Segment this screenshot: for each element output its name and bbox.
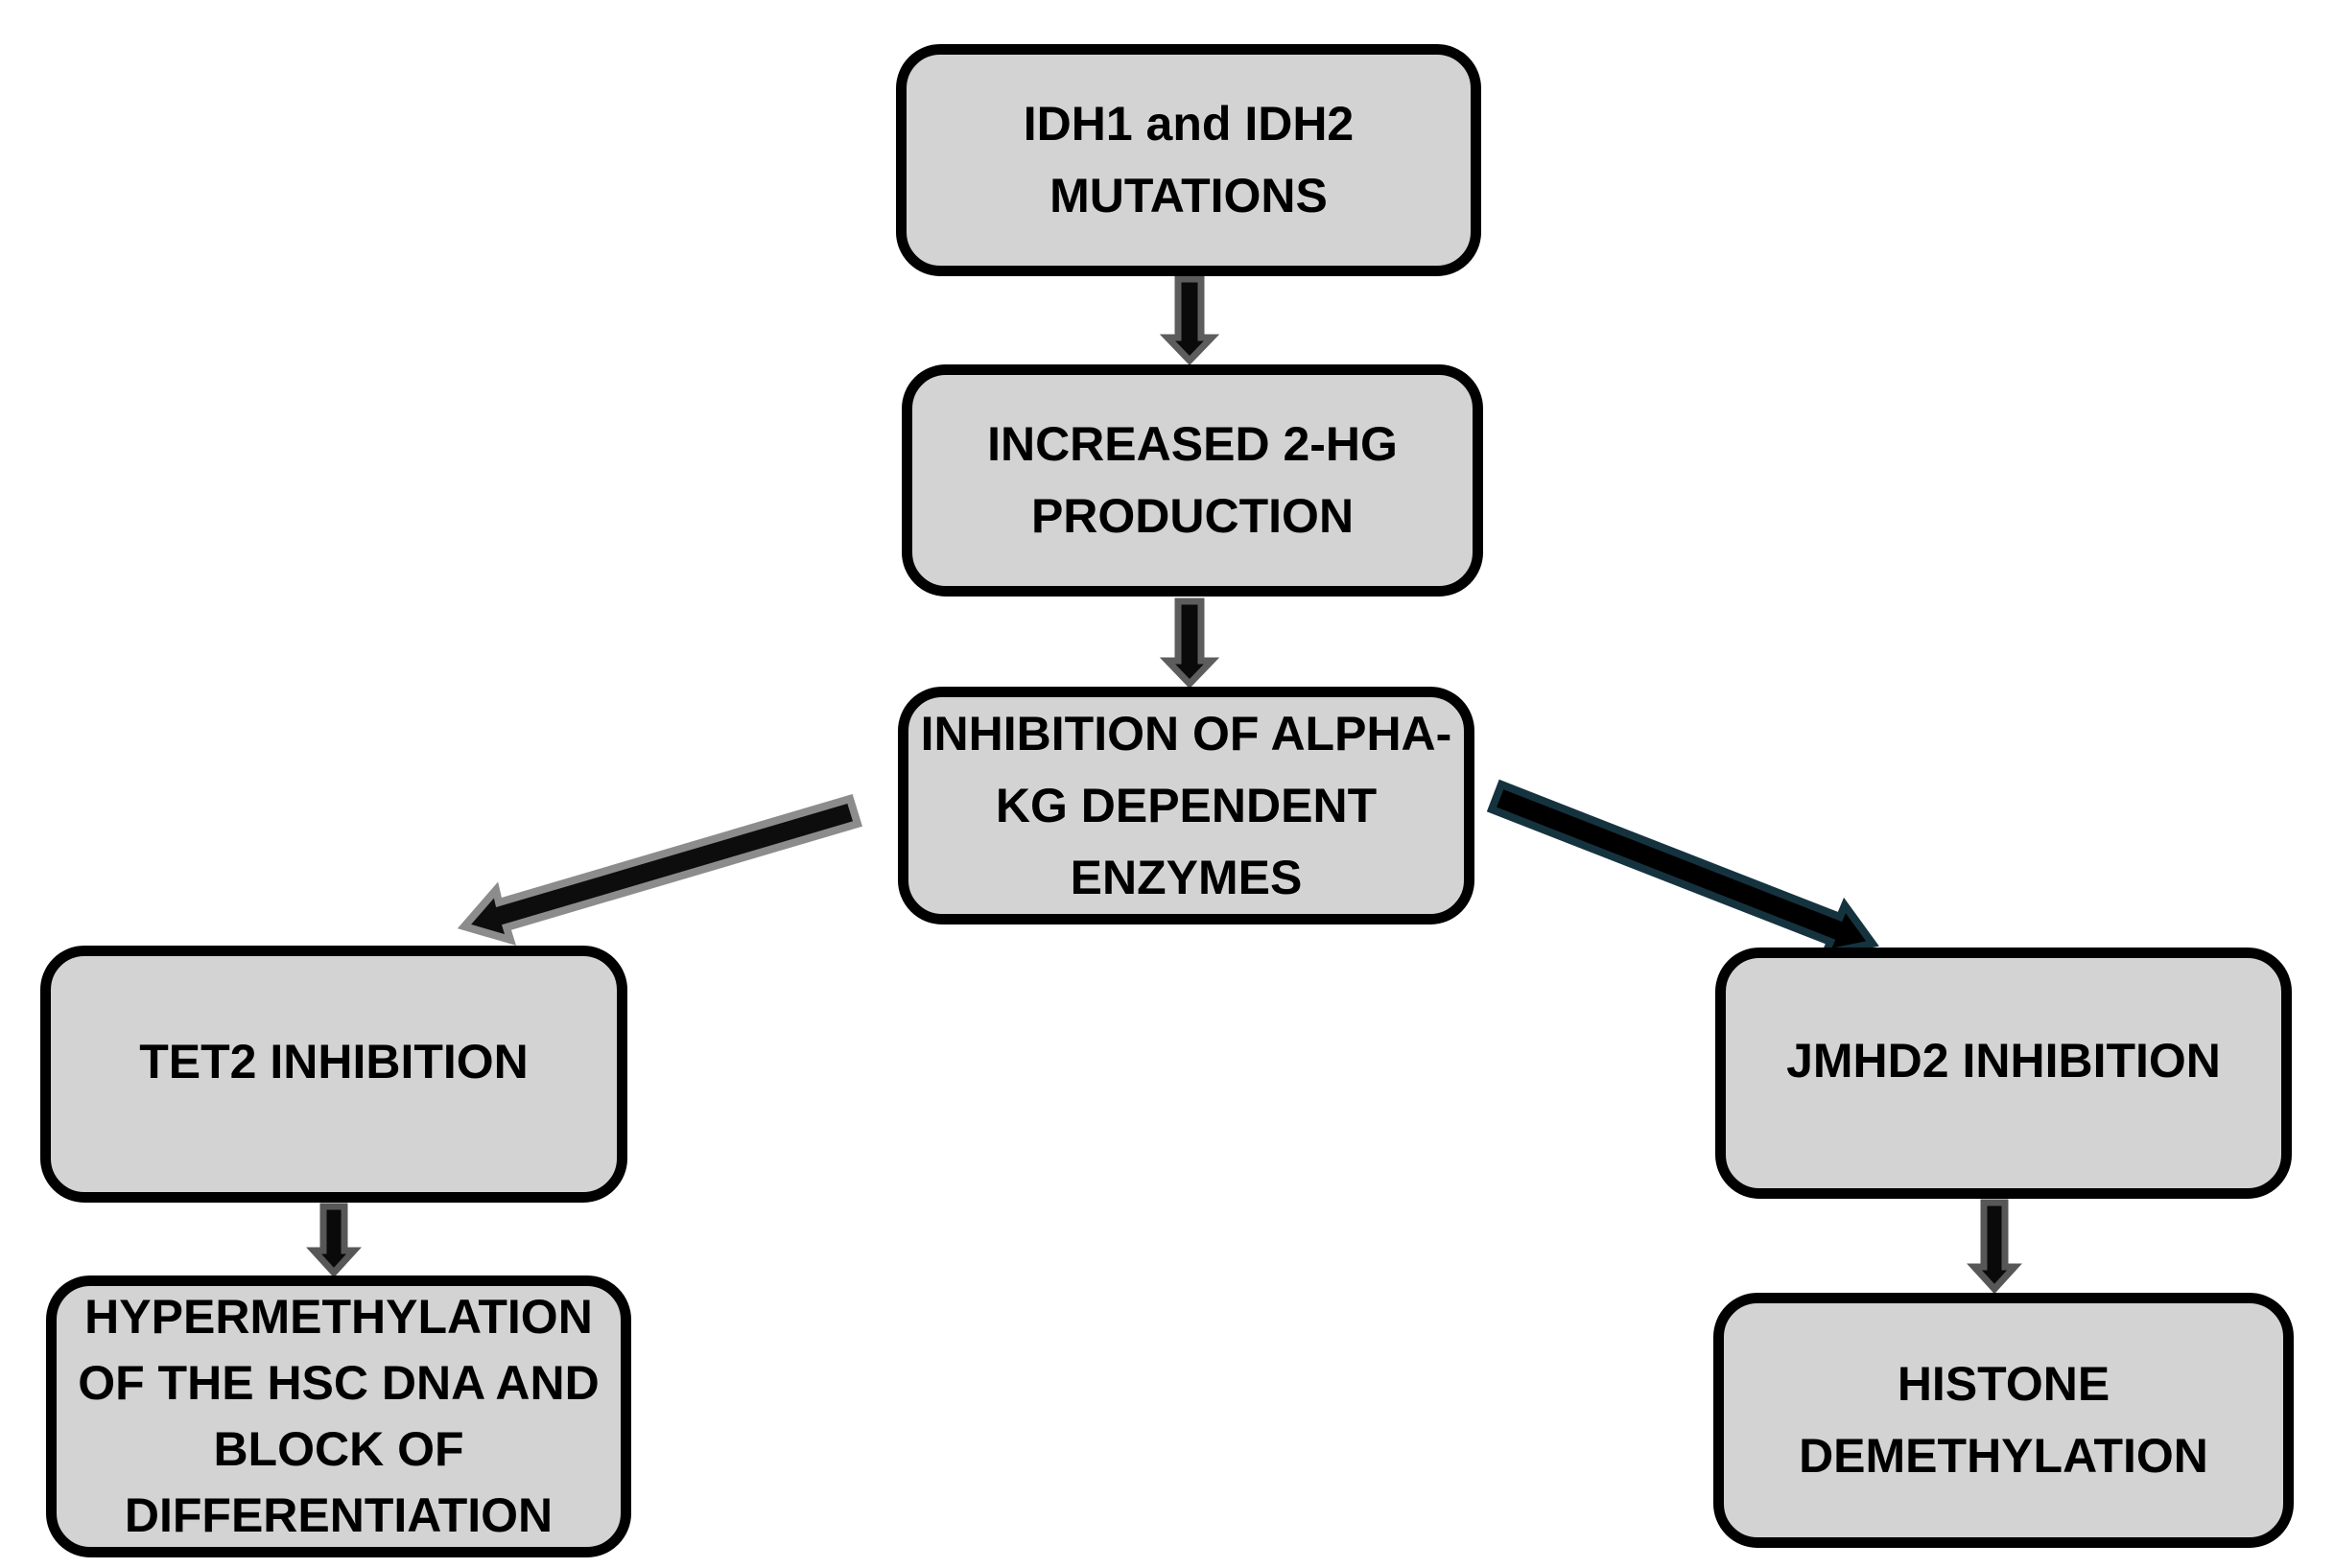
node-label: HISTONE DEMETHYLATION [1799, 1357, 2208, 1483]
node-label: JMHD2 INHIBITION [1786, 1033, 2221, 1088]
node-inhibition-alpha-kg-enzymes: INHIBITION OF ALPHA- KG DEPENDENT ENZYME… [898, 687, 1474, 924]
node-jmhd2-inhibition: JMHD2 INHIBITION [1715, 948, 2292, 1199]
diagonal-left-arrow-icon [457, 794, 863, 946]
node-label: INCREASED 2-HG PRODUCTION [987, 417, 1398, 543]
arrow-jmhd2-to-histone [1967, 1199, 2022, 1295]
diagonal-right-arrow-icon [1486, 779, 1879, 959]
node-tet2-inhibition: TET2 INHIBITION [40, 946, 627, 1203]
arrow-idh-mutations-to-increased-2hg [1159, 275, 1220, 366]
node-histone-demethylation: HISTONE DEMETHYLATION [1713, 1293, 2294, 1548]
node-label: INHIBITION OF ALPHA- KG DEPENDENT ENZYME… [920, 706, 1452, 904]
arrow-inhibition-alpha-kg-to-tet2 [457, 794, 863, 946]
arrow-increased-2hg-to-inhibition-alpha-kg [1159, 597, 1220, 690]
node-idh1-idh2-mutations: IDH1 and IDH2 MUTATIONS [896, 44, 1481, 276]
node-label: IDH1 and IDH2 MUTATIONS [1023, 97, 1355, 222]
down-arrow-icon [1159, 275, 1220, 366]
arrow-inhibition-alpha-kg-to-jmhd2 [1486, 779, 1879, 959]
down-arrow-icon [1159, 597, 1220, 690]
node-label: TET2 INHIBITION [139, 1034, 529, 1088]
down-arrow-icon [1967, 1199, 2022, 1295]
arrow-tet2-to-hypermethylation [306, 1203, 362, 1278]
node-hypermethylation-block-differentiation: HYPERMETHYLATION OF THE HSC DNA AND BLOC… [46, 1275, 631, 1557]
down-arrow-icon [306, 1203, 362, 1278]
node-label: HYPERMETHYLATION OF THE HSC DNA AND BLOC… [78, 1290, 600, 1542]
node-increased-2hg-production: INCREASED 2-HG PRODUCTION [902, 364, 1483, 597]
